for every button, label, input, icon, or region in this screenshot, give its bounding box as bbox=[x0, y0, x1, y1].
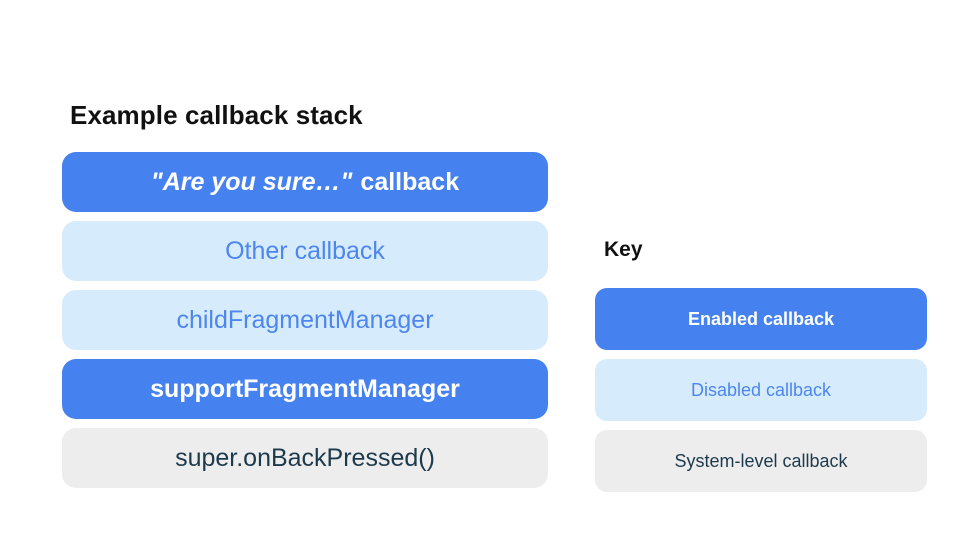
stack-item-supportfragmentmanager: supportFragmentManager bbox=[62, 359, 548, 419]
stack-item-label: callback bbox=[360, 167, 460, 196]
key-heading: Key bbox=[604, 238, 643, 261]
stack-item-super-onbackpressed: super.onBackPressed() bbox=[62, 428, 548, 488]
stack-item-other-callback: Other callback bbox=[62, 221, 548, 281]
key-item-enabled-callback: Enabled callback bbox=[595, 288, 927, 350]
key-item-system-level-callback: System-level callback bbox=[595, 430, 927, 492]
stack-item-childfragmentmanager: childFragmentManager bbox=[62, 290, 548, 350]
stack-item-quoted-label: "Are you sure…" bbox=[150, 167, 353, 196]
key-item-disabled-callback: Disabled callback bbox=[595, 359, 927, 421]
key-column: Enabled callback Disabled callback Syste… bbox=[595, 288, 927, 492]
callback-stack-column: "Are you sure…" callback Other callback … bbox=[62, 152, 548, 488]
stack-heading: Example callback stack bbox=[70, 100, 363, 130]
stack-item-are-you-sure-callback: "Are you sure…" callback bbox=[62, 152, 548, 212]
